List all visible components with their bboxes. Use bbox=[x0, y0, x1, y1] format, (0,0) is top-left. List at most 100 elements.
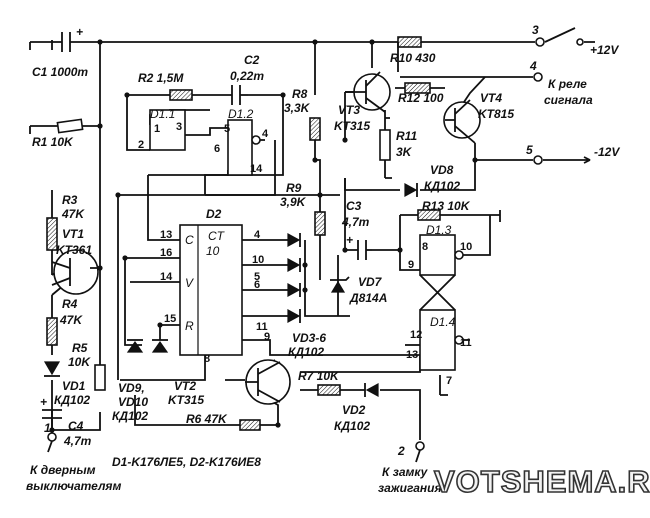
label-d2: D2 bbox=[206, 207, 222, 221]
resistor-r13 bbox=[417, 209, 441, 221]
pin-d2-15: 15 bbox=[164, 313, 176, 325]
terminal-3 bbox=[535, 37, 545, 47]
resistor-r12 bbox=[404, 82, 431, 94]
capacitor-c1 bbox=[61, 32, 100, 52]
label-c3-value: 4,7m bbox=[341, 215, 370, 229]
ic-types-note: D1-K176ЛЕ5, D2-K176ИЕ8 bbox=[112, 455, 261, 469]
capacitor-c4 bbox=[42, 409, 62, 419]
pin-d2-16: 16 bbox=[160, 247, 172, 259]
label-vt2-name: VT2 bbox=[174, 379, 196, 393]
label-r5-name: R5 bbox=[72, 341, 88, 355]
label-c4-value: 4,7m bbox=[63, 434, 92, 448]
diode-vd9 bbox=[126, 339, 144, 353]
label-r8-value: 3,3K bbox=[284, 101, 311, 115]
label-r6: R6 47K bbox=[186, 412, 228, 426]
label-r9-value: 3,9K bbox=[280, 195, 307, 209]
gate-d1-4-output-bubble bbox=[454, 335, 464, 345]
zener-vd7 bbox=[330, 276, 350, 293]
pin-d2-10: 10 bbox=[252, 254, 264, 266]
label-r4-value: 47K bbox=[59, 313, 83, 327]
resistor-r6 bbox=[239, 419, 261, 431]
pin-d2-5: 5 bbox=[254, 271, 260, 283]
resistor-r11 bbox=[379, 129, 391, 161]
capacitor-c2 bbox=[231, 85, 248, 105]
label-r4-name: R4 bbox=[62, 297, 78, 311]
gate-d1-1 bbox=[149, 109, 186, 151]
pin-numbers: 1 2 3 5 6 4 14 13 16 14 15 8 4 10 6 5 9 … bbox=[138, 121, 472, 387]
label-vt1-name: VT1 bbox=[62, 227, 84, 241]
capacitor-c3 bbox=[357, 240, 372, 260]
terminal-2-number: 2 bbox=[397, 444, 405, 458]
resistor-r9 bbox=[314, 211, 326, 236]
label-vt3-name: VT3 bbox=[338, 103, 360, 117]
label-c3-name: C3 bbox=[346, 199, 362, 213]
polarity-c3: + bbox=[346, 233, 353, 247]
label-vd1-type: КД102 bbox=[54, 393, 90, 407]
terminal-4 bbox=[533, 72, 543, 82]
gate-d1-4 bbox=[419, 309, 456, 371]
polarity-c4: + bbox=[40, 395, 47, 409]
label-vd9: VD9, bbox=[118, 381, 145, 395]
label-r11-name: R11 bbox=[396, 129, 417, 143]
diode-vd5 bbox=[287, 282, 301, 298]
terminal-5-label: -12V bbox=[594, 145, 620, 159]
terminal-1-number: 1 bbox=[44, 421, 51, 435]
label-vt3-type: KT315 bbox=[334, 119, 370, 133]
terminal-5 bbox=[533, 155, 543, 165]
pin-d1-4-7: 7 bbox=[446, 375, 452, 387]
pin-d1-2-5: 5 bbox=[224, 123, 230, 135]
pin-d2-6: 6 bbox=[254, 279, 260, 291]
pin-d1-3-10: 10 bbox=[460, 241, 472, 253]
terminal-4-number: 4 bbox=[529, 59, 537, 73]
terminal-labels: 3 +12V 4 К реле сигнала 5 -12V 1 К дверн… bbox=[26, 23, 620, 495]
label-r5-value: 10K bbox=[68, 355, 91, 369]
label-vd3-6-name: VD3-6 bbox=[292, 331, 326, 345]
label-vd10: VD10 bbox=[118, 395, 148, 409]
diode-vd2 bbox=[364, 382, 379, 398]
label-d1-1: D1.1 bbox=[150, 107, 175, 121]
gate-d1-2-output-bubble bbox=[251, 135, 261, 145]
pin-d1-2-4: 4 bbox=[262, 128, 269, 140]
label-vd3-6-type: КД102 bbox=[288, 345, 324, 359]
label-c2-value: 0,22m bbox=[230, 69, 264, 83]
pin-d2-4: 4 bbox=[254, 229, 261, 241]
wiring bbox=[30, 41, 535, 440]
watermark: VOTSHEMA.RU bbox=[434, 464, 650, 499]
label-r13: R13 10K bbox=[422, 199, 471, 213]
pin-d2-14: 14 bbox=[160, 271, 173, 283]
pin-d1-2-6: 6 bbox=[214, 143, 220, 155]
gate-d1-3 bbox=[419, 234, 456, 276]
label-d1-2: D1.2 bbox=[228, 107, 254, 121]
label-r3-name: R3 bbox=[62, 193, 78, 207]
component-labels: C1 1000m R1 10K R2 1,5M C2 0,22m D1.1 D1… bbox=[32, 51, 514, 448]
terminal-2-label-1: К замку bbox=[382, 465, 429, 479]
label-vt1-type: KT361 bbox=[56, 243, 92, 257]
diode-vd10 bbox=[151, 339, 169, 353]
label-vt4-name: VT4 bbox=[480, 91, 502, 105]
label-vd8-name: VD8 bbox=[430, 163, 454, 177]
label-vd8-type: КД102 bbox=[424, 179, 460, 193]
pin-d2-13: 13 bbox=[160, 229, 172, 241]
diode-vd6 bbox=[287, 308, 301, 324]
transistor-vt1 bbox=[51, 249, 100, 295]
pin-d1-4-12: 12 bbox=[410, 329, 422, 341]
terminal-2 bbox=[415, 441, 425, 451]
label-d2-10: 10 bbox=[206, 244, 220, 258]
label-c1: C1 1000m bbox=[32, 65, 88, 79]
label-r11-value: 3K bbox=[396, 145, 413, 159]
pin-d2-9: 9 bbox=[264, 331, 270, 343]
resistor-r8 bbox=[309, 117, 321, 141]
label-d2-ct: CT bbox=[208, 229, 226, 243]
gate-d1-2 bbox=[227, 119, 253, 176]
terminal-5-number: 5 bbox=[526, 143, 533, 157]
resistor-r4 bbox=[46, 317, 58, 346]
polarity-c1: + bbox=[76, 25, 83, 39]
transistor-vt4 bbox=[443, 99, 481, 144]
label-d1-3: D1.3 bbox=[426, 223, 452, 237]
terminal-1-label-1: К дверным bbox=[30, 463, 96, 477]
resistor-r3 bbox=[46, 217, 58, 251]
pin-d1-1-3: 3 bbox=[176, 121, 182, 133]
diode-vd3 bbox=[287, 232, 301, 248]
label-vd9-10-type: КД102 bbox=[112, 409, 148, 423]
label-vd2-name: VD2 bbox=[342, 403, 366, 417]
